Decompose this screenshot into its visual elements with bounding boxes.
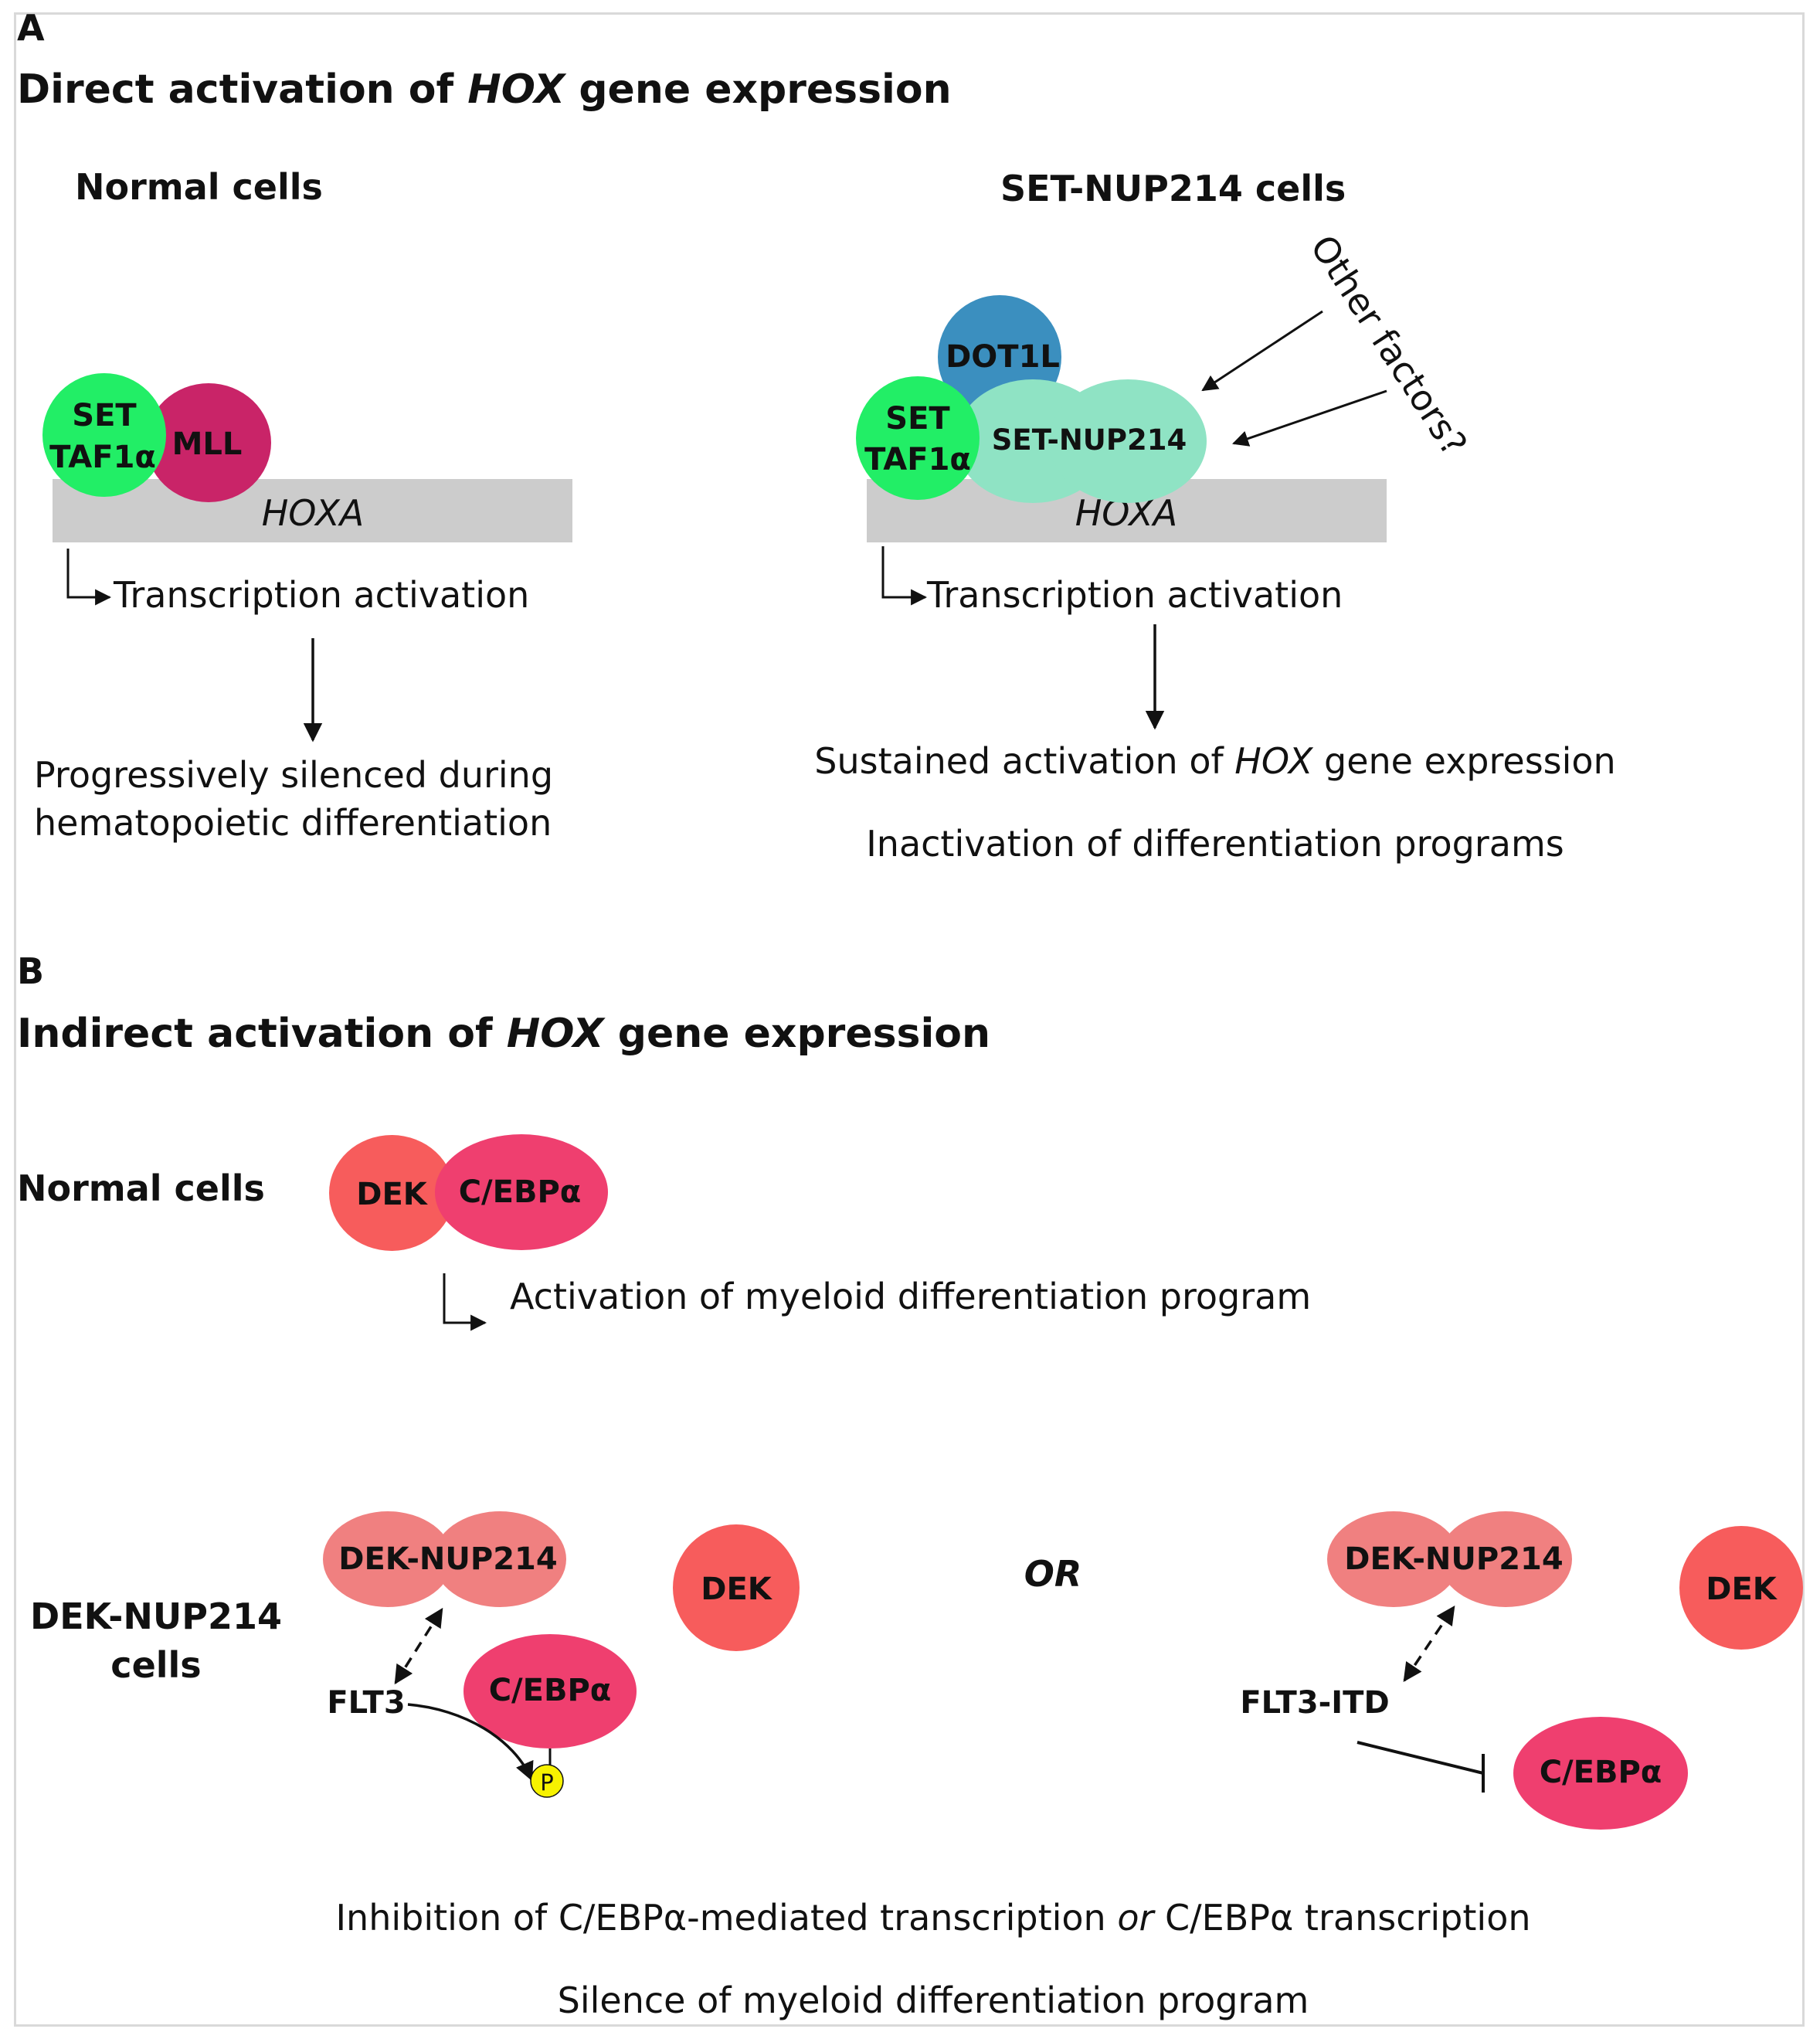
scenario-flt3-itd: DEK-NUP214 DEK FLT3-ITD C/EBPα <box>1240 1511 1803 1830</box>
phosphate-group <box>530 1764 564 1798</box>
cebpa-label: C/EBPα <box>459 1174 582 1210</box>
cebpa-protein <box>463 1634 637 1748</box>
inhibition-line <box>1357 1741 1484 1775</box>
flt3-label: FLT3 <box>327 1685 405 1721</box>
dek-nup214-label: DEK-NUP214 <box>338 1541 557 1577</box>
activation-arrow <box>443 1273 487 1331</box>
hoxa-gene-bar <box>53 479 572 542</box>
dek-nup214-heading-line-2: cells <box>110 1644 201 1686</box>
panel-a-normal: Normal cells HOXA SET TAF1α MLL Transcri… <box>34 166 572 844</box>
set-nup214-heading: SET-NUP214 cells <box>1000 168 1346 209</box>
normal-cells-heading: Normal cells <box>17 1167 265 1209</box>
panel-a: A Direct activation of HOX gene expressi… <box>17 7 1616 865</box>
panel-a-title: Direct activation of HOX gene expression <box>17 66 952 113</box>
dek-nup214-protein-lobe <box>323 1511 453 1607</box>
outcome-line-1: Progressively silenced during <box>34 754 553 796</box>
other-factors-arrow <box>1201 310 1323 392</box>
panel-b-normal: Normal cells DEK C/EBPα Activation of my… <box>17 1134 1311 1331</box>
taf1a-label: TAF1α <box>864 442 971 477</box>
outcome-line-2: hematopoietic differentiation <box>34 802 552 844</box>
set-nup214-label: SET-NUP214 <box>992 423 1187 457</box>
phosphorylation-arrow <box>407 1703 534 1782</box>
panel-b: B Indirect activation of HOX gene expres… <box>17 950 1803 2021</box>
dot1l-label: DOT1L <box>946 339 1060 375</box>
outcome-line-1: Inhibition of C/EBPα-mediated transcript… <box>335 1897 1530 1939</box>
scenario-flt3: DEK-NUP214 DEK FLT3 C/EBPα P <box>323 1511 800 1798</box>
cebpa-label: C/EBPα <box>1540 1755 1662 1790</box>
taf1a-label: TAF1α <box>49 440 156 475</box>
flt3-itd-label: FLT3-ITD <box>1240 1685 1389 1721</box>
dek-protein <box>1679 1526 1803 1650</box>
cebpa-protein <box>1513 1717 1688 1830</box>
dek-nup214-protein-lobe <box>433 1511 566 1607</box>
dek-label: DEK <box>1706 1572 1778 1607</box>
set-label: SET <box>72 398 137 433</box>
other-factors-arrow <box>1232 389 1387 447</box>
dek-label: DEK <box>701 1572 773 1607</box>
panel-b-title: Indirect activation of HOX gene expressi… <box>17 1011 990 1057</box>
dek-protein <box>673 1524 800 1651</box>
panel-a-letter: A <box>17 7 45 49</box>
other-factors-label: Other factors? <box>1302 228 1475 464</box>
interaction-arrow <box>394 1607 443 1685</box>
set-nup214-protein-lobe <box>1049 379 1207 503</box>
outcome-line-2: Silence of myeloid differentiation progr… <box>558 1980 1309 2021</box>
dek-nup214-label: DEK-NUP214 <box>1344 1541 1563 1577</box>
dek-nup214-heading-line-1: DEK-NUP214 <box>30 1596 282 1637</box>
mll-label: MLL <box>172 426 243 462</box>
set-label: SET <box>885 401 950 437</box>
normal-cells-heading: Normal cells <box>75 166 323 208</box>
panel-a-set-nup214: SET-NUP214 cells HOXA DOT1L SET-NUP214 S… <box>814 168 1615 865</box>
interaction-arrow <box>1403 1605 1455 1683</box>
set-taf1a-protein <box>856 376 980 500</box>
dek-label: DEK <box>356 1177 429 1212</box>
phosphate-label: P <box>540 1769 554 1796</box>
cebpa-label: C/EBPα <box>489 1673 612 1708</box>
panel-b-letter: B <box>17 950 44 992</box>
dek-nup214-protein-lobe <box>1439 1511 1572 1607</box>
outcome-line-1: Sustained activation of HOX gene express… <box>814 740 1615 782</box>
transcription-start-arrow <box>881 546 928 606</box>
outcome-line-2: Inactivation of differentiation programs <box>866 823 1564 865</box>
activation-label: Activation of myeloid differentiation pr… <box>510 1276 1311 1317</box>
figure-frame <box>14 12 1805 2027</box>
dek-nup214-protein-lobe <box>1327 1511 1460 1607</box>
panel-b-dek-nup214: DEK-NUP214 cells DEK-NUP214 DEK FLT3 C/E… <box>30 1511 1803 2021</box>
transcription-activation-label: Transcription activation <box>926 574 1343 616</box>
cebpa-protein <box>435 1134 608 1250</box>
hoxa-gene-label: HOXA <box>262 492 365 534</box>
transcription-start-arrow <box>66 549 112 606</box>
or-label: OR <box>1024 1553 1082 1595</box>
mll-protein <box>146 383 271 502</box>
transcription-activation-label: Transcription activation <box>113 574 529 616</box>
dek-protein <box>329 1135 454 1251</box>
set-taf1a-protein <box>42 373 166 497</box>
